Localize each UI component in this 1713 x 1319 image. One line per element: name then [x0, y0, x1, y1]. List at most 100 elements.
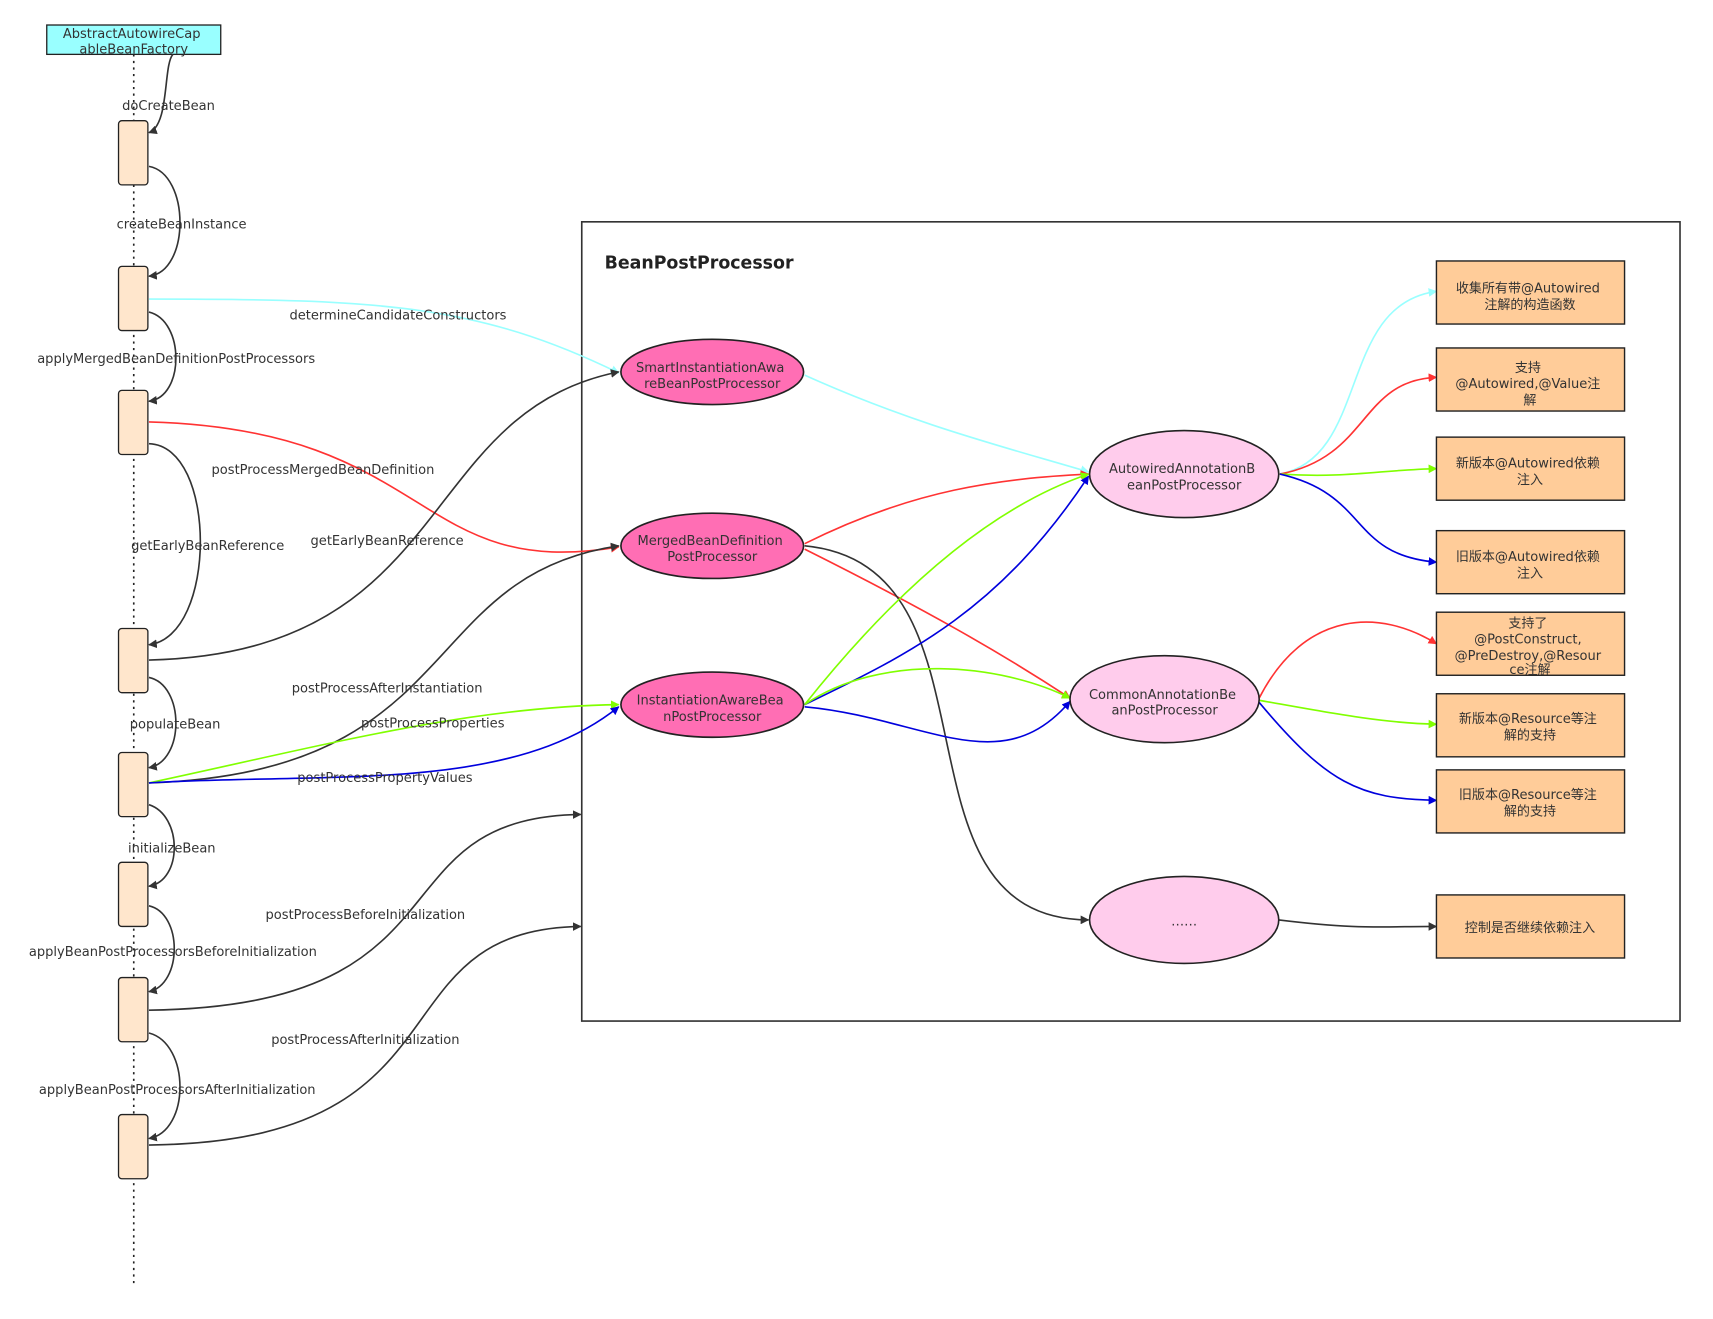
node-smart-label: SmartInstantiationAwa reBeanPostProcesso…	[636, 361, 789, 392]
edge-inst-to-autowired-green	[804, 472, 1090, 706]
label-postProcessProperties: postProcessProperties	[361, 716, 505, 731]
result-r4[interactable]: 旧版本@Autowired依赖 注入	[1435, 529, 1626, 595]
lifeline-header-line-2: ableBeanFactory	[79, 42, 188, 57]
activation-box-4[interactable]	[117, 627, 149, 694]
result-r5-line-4: ce注解	[1509, 663, 1550, 678]
node-inst-line-2: nPostProcessor	[663, 710, 762, 725]
result-r7[interactable]: 旧版本@Resource等注 解的支持	[1435, 769, 1626, 834]
result-r3[interactable]: 新版本@Autowired依赖 注入	[1435, 436, 1626, 501]
result-r8-label: 控制是否继续依赖注入	[1465, 921, 1595, 936]
result-r6-line-2: 解的支持	[1504, 727, 1556, 743]
label-createBeanInstance: createBeanInstance	[117, 217, 247, 232]
activation-box-3[interactable]	[117, 389, 149, 456]
edge-common-to-r5	[1258, 621, 1438, 699]
edge-common-to-r6	[1259, 699, 1438, 729]
activation-box-6[interactable]	[117, 861, 149, 928]
label-postProcessPropertyValues: postProcessPropertyValues	[297, 771, 473, 786]
node-smart-instantiation-aware-bpp[interactable]: SmartInstantiationAwa reBeanPostProcesso…	[620, 338, 805, 406]
hook-call-labels: determineCandidateConstructors postProce…	[212, 309, 507, 1048]
result-r7-line-2: 解的支持	[1504, 804, 1556, 820]
label-getEarly: getEarlyBeanReference	[131, 539, 284, 554]
call-arrow-doCreateBean	[148, 53, 174, 135]
call-arrow-populateBean	[148, 676, 177, 771]
result-r2[interactable]: 支持 @Autowired,@Value注 解	[1435, 347, 1626, 412]
result-r5[interactable]: 支持了 @PostConstruct, @PreDestroy,@Resour …	[1435, 611, 1626, 678]
edge-post-process-properties	[148, 700, 620, 784]
node-common-label: CommonAnnotationBe anPostProcessor	[1089, 688, 1240, 718]
edge-inst-to-common-green	[804, 667, 1071, 706]
activation-box-7[interactable]	[117, 976, 149, 1043]
result-r5-line-3: @PreDestroy,@Resour	[1455, 649, 1602, 664]
result-r4-line-2: 注入	[1517, 566, 1543, 581]
node-common-annotation-bpp[interactable]: CommonAnnotationBe anPostProcessor	[1069, 654, 1261, 744]
edge-post-process-property-values	[148, 706, 620, 784]
edge-post-process-before-initialization	[148, 810, 582, 1011]
node-merged-line-2: PostProcessor	[667, 550, 758, 565]
node-inst-label: InstantiationAwareBea nPostProcessor	[637, 694, 788, 725]
node-other-line-1: ……	[1171, 914, 1197, 929]
edge-inst-to-autowired-blue	[804, 475, 1090, 706]
lifeline-header[interactable]: AbstractAutowireCap ableBeanFactory	[46, 24, 222, 57]
result-r2-line-1: 支持	[1515, 361, 1541, 376]
bean-post-processor-container	[580, 221, 1681, 1022]
lifeline-header-line-1: AbstractAutowireCap	[63, 27, 201, 42]
call-arrow-applyAfter	[148, 1032, 181, 1142]
node-autowired-line-1: AutowiredAnnotationB	[1109, 462, 1255, 477]
node-merged-bean-definition-pp[interactable]: MergedBeanDefinition PostProcessor	[620, 512, 805, 580]
edge-determine-candidate-constructors	[148, 298, 620, 374]
result-r3-line-1: 新版本@Autowired依赖	[1456, 456, 1600, 472]
label-applyBefore: applyBeanPostProcessorsBeforeInitializat…	[29, 945, 317, 960]
result-r8[interactable]: 控制是否继续依赖注入	[1435, 894, 1626, 959]
edge-post-process-merged-bean-definition	[148, 421, 620, 553]
activation-box-5[interactable]	[117, 751, 149, 818]
edge-autowired-to-r1	[1279, 288, 1438, 475]
result-r6[interactable]: 新版本@Resource等注 解的支持	[1435, 693, 1626, 758]
edge-autowired-to-r3	[1279, 464, 1438, 477]
edge-post-process-after-instantiation	[148, 542, 620, 784]
result-r3-line-2: 注入	[1517, 473, 1543, 488]
result-r2-label: 支持 @Autowired,@Value注 解	[1455, 361, 1604, 409]
label-determineCandidateConstructors: determineCandidateConstructors	[289, 309, 506, 324]
result-r1-label: 收集所有带@Autowired 注解的构造函数	[1456, 281, 1604, 313]
result-r5-label: 支持了 @PostConstruct, @PreDestroy,@Resour …	[1455, 616, 1606, 678]
edge-inst-to-common-blue	[804, 700, 1071, 743]
node-merged-line-1: MergedBeanDefinition	[638, 534, 783, 549]
result-r2-line-3: 解	[1523, 394, 1536, 409]
call-arrow-createBeanInstance	[148, 165, 181, 280]
node-smart-line-2: reBeanPostProcessor	[644, 377, 781, 392]
edge-autowired-to-r4	[1279, 473, 1438, 566]
activation-box-8[interactable]	[117, 1113, 149, 1180]
call-arrow-getEarly	[148, 442, 202, 649]
node-autowired-label: AutowiredAnnotationB eanPostProcessor	[1109, 462, 1259, 493]
edge-autowired-to-r2	[1279, 373, 1438, 475]
node-merged-label: MergedBeanDefinition PostProcessor	[638, 534, 787, 565]
node-smart-line-1: SmartInstantiationAwa	[636, 361, 784, 376]
node-other-processors[interactable]: ……	[1088, 875, 1280, 965]
result-r8-line-1: 控制是否继续依赖注入	[1465, 921, 1595, 936]
edge-get-early-bean-reference	[148, 369, 620, 661]
label-postProcessMergedBeanDefinition: postProcessMergedBeanDefinition	[212, 463, 435, 478]
activation-box-1[interactable]	[117, 120, 149, 186]
result-r1[interactable]: 收集所有带@Autowired 注解的构造函数	[1435, 260, 1626, 325]
result-r1-line-2: 注解的构造函数	[1484, 297, 1575, 313]
node-common-line-1: CommonAnnotationBe	[1089, 688, 1236, 703]
node-other-label: ……	[1171, 914, 1197, 929]
node-instantiation-aware-bpp[interactable]: InstantiationAwareBea nPostProcessor	[620, 671, 805, 739]
call-arrow-applyMerged	[148, 311, 177, 405]
result-r4-label: 旧版本@Autowired依赖 注入	[1456, 550, 1604, 581]
node-autowired-annotation-bpp[interactable]: AutowiredAnnotationB eanPostProcessor	[1088, 429, 1280, 519]
label-populateBean: populateBean	[130, 718, 221, 733]
edge-post-process-after-initialization	[148, 922, 582, 1146]
call-arrow-applyBefore	[148, 904, 176, 995]
result-r7-label: 旧版本@Resource等注 解的支持	[1459, 787, 1601, 819]
result-r5-line-2: @PostConstruct,	[1474, 633, 1582, 648]
edge-merged-to-autowired	[804, 470, 1090, 545]
call-arrow-initializeBean	[148, 803, 176, 890]
node-autowired-line-2: eanPostProcessor	[1127, 478, 1242, 493]
flow-call-labels: doCreateBean createBeanInstance applyMer…	[29, 99, 317, 1098]
activation-box-2[interactable]	[117, 265, 149, 332]
edge-other-to-r8	[1278, 919, 1438, 931]
lifeline-header-label: AbstractAutowireCap ableBeanFactory	[63, 27, 205, 57]
result-r5-line-1: 支持了	[1508, 616, 1547, 631]
label-applyMerged: applyMergedBeanDefinitionPostProcessors	[37, 352, 315, 367]
